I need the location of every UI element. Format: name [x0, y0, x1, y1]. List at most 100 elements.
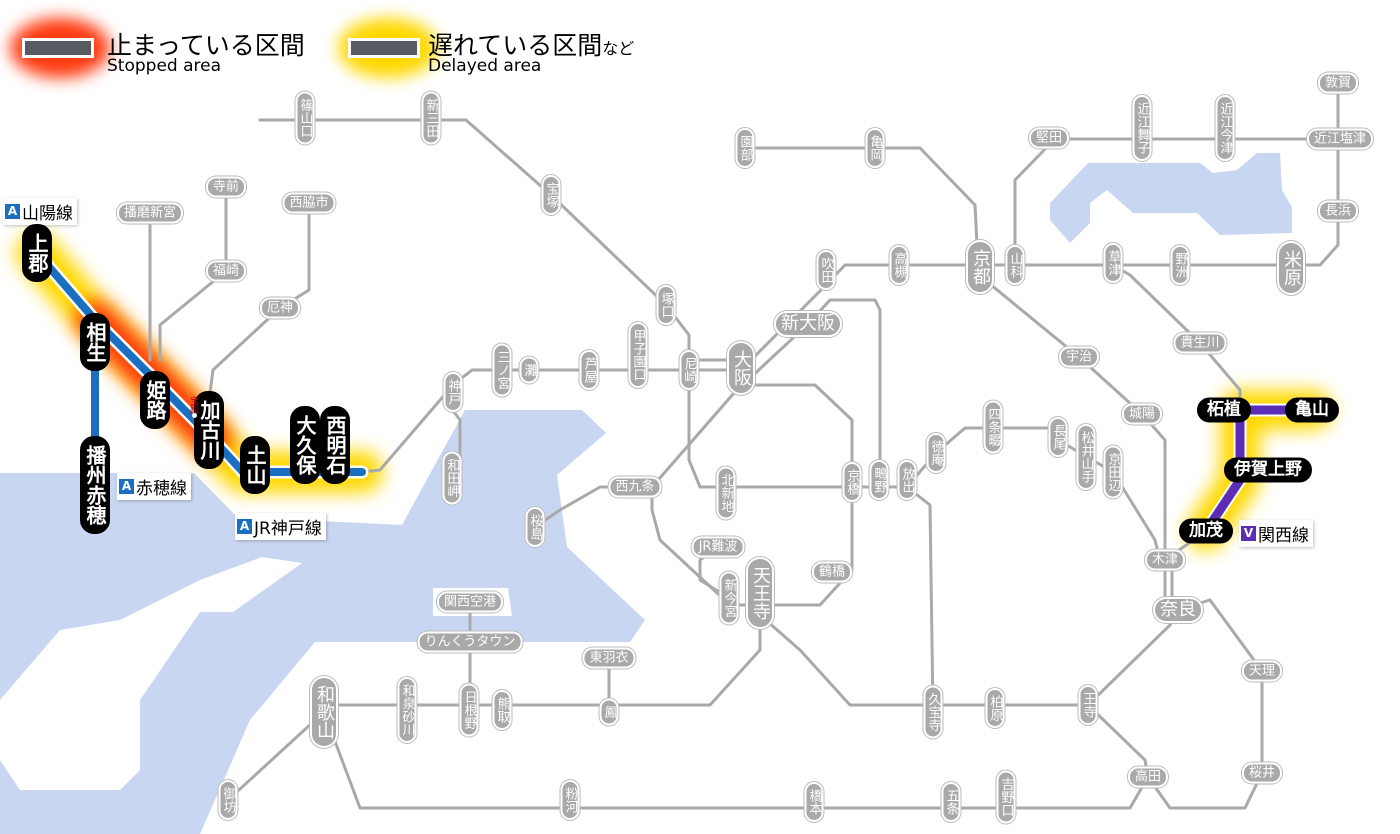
station-label: 灘	[519, 356, 539, 384]
line-label-ako: A 赤穂線	[117, 473, 191, 500]
station-label: 吹田	[816, 250, 836, 290]
station-label: 奈良	[1153, 597, 1203, 623]
station-label: 鶴橋	[811, 561, 853, 583]
line-badge-v: V	[1241, 526, 1256, 541]
station-label: 厄神	[259, 297, 301, 319]
station-label: 北新地	[716, 466, 736, 520]
station-label: 四条畷	[983, 400, 1003, 454]
station-label: 吉野口	[996, 770, 1016, 824]
station-label: 亀岡	[865, 128, 885, 168]
station-label: 園部	[735, 128, 755, 168]
station-label: 宇治	[1058, 346, 1100, 368]
station-label: 西九条	[608, 476, 662, 498]
station-label: 福崎	[205, 260, 247, 282]
line-badge-a: A	[237, 519, 252, 534]
station-label: 天王寺	[746, 557, 774, 629]
station-label: 五条	[941, 782, 961, 822]
station-label: 堅田	[1028, 127, 1070, 149]
station-dot-hoden	[192, 413, 197, 418]
station-label: 天理	[1241, 660, 1283, 682]
gray-rail-line	[226, 710, 326, 802]
gray-rail-line	[905, 485, 935, 714]
station-label: 尼崎	[679, 350, 699, 390]
station-label: 播磨新宮	[116, 202, 184, 224]
station-label: 近江舞子	[1132, 95, 1152, 161]
sea	[0, 410, 645, 834]
kansai-line	[1201, 405, 1317, 536]
station-label: 橋本	[804, 782, 824, 822]
line-label-jr-kobe: A JR神戸線	[235, 513, 326, 540]
station-label: 大阪	[727, 341, 755, 395]
station-label: 甲子園口	[628, 322, 648, 388]
station-label: 和泉砂川	[397, 677, 417, 743]
affected-station-label: 西明石	[320, 406, 350, 484]
station-label: 篠山口	[295, 91, 315, 145]
awaji-island	[0, 557, 302, 790]
legend-delayed-jp-main: 遅れている区間	[428, 31, 603, 60]
station-label: 鴫野	[869, 460, 889, 500]
affected-station-label: 加茂	[1179, 518, 1233, 544]
station-label: 高槻	[889, 245, 909, 285]
station-label: JR難波	[691, 536, 745, 558]
station-label: 神戸	[443, 372, 463, 412]
gray-rail-line	[743, 146, 980, 267]
stopped-line-swatch	[22, 38, 94, 58]
station-label: 敦賀	[1317, 72, 1359, 94]
station-label: 関西空港	[436, 591, 504, 613]
delayed-line-swatch	[348, 38, 420, 58]
station-label: 近江今津	[1215, 95, 1235, 161]
station-label: 御坊	[218, 780, 238, 820]
station-label: 西脇市	[282, 192, 336, 214]
legend-delayed-en: Delayed area	[428, 56, 542, 76]
station-label: 塚口	[656, 285, 676, 325]
affected-station-label: 伊賀上野	[1224, 457, 1312, 483]
line-name: 赤穂線	[136, 479, 187, 499]
gray-rail-line	[258, 118, 909, 489]
station-label: 桜井	[1241, 762, 1283, 784]
station-label: 寺前	[205, 176, 247, 198]
affected-station-label: 姫路	[140, 371, 170, 429]
gray-rail-line	[650, 383, 854, 607]
gray-rail-line	[983, 278, 1167, 612]
station-label: 徳庵	[926, 433, 946, 473]
affected-station-label: 亀山	[1285, 397, 1339, 423]
legend-delayed-jp: 遅れている区間など	[428, 26, 634, 62]
affected-station-label: 柘植	[1197, 397, 1251, 423]
gray-rail-line	[158, 185, 228, 362]
affected-station-label: 播州赤穂	[80, 436, 110, 534]
station-label: 桜島	[525, 507, 545, 547]
station-label: 近江塩津	[1306, 128, 1374, 150]
gray-rail-line	[806, 298, 882, 482]
station-label: 草津	[1103, 243, 1123, 283]
line-name: 山陽線	[22, 204, 73, 224]
station-label: りんくうタウン	[417, 631, 523, 653]
gray-rail-line	[322, 613, 762, 707]
station-label: 鳳	[599, 698, 619, 726]
line-badge-a: A	[5, 204, 20, 219]
station-label: 宝塚	[541, 175, 561, 215]
legend-stopped-en: Stopped area	[107, 56, 222, 76]
station-label: 新今宮	[719, 571, 739, 625]
station-label: 新三田	[421, 91, 441, 145]
station-label: 松井山手	[1076, 424, 1096, 490]
station-label: 放出	[897, 460, 917, 500]
station-label: 和歌山	[310, 676, 338, 748]
station-label: 三ノ宮	[492, 343, 512, 397]
station-label: 粉河	[560, 780, 580, 820]
affected-station-label: 土山	[240, 436, 270, 494]
station-label: 貴生川	[1173, 332, 1227, 354]
gray-rail-line	[322, 710, 1150, 810]
station-label: 和田岬	[442, 451, 462, 505]
station-label: 芦屋	[579, 350, 599, 390]
station-label: 山科	[1005, 245, 1025, 285]
station-label: 東羽衣	[582, 647, 636, 669]
affected-station-label: 大久保	[290, 406, 320, 484]
station-label: 日根野	[459, 683, 479, 737]
station-label: 久宝寺	[923, 685, 943, 739]
station-label: 王寺	[1078, 685, 1098, 725]
station-label: 木津	[1144, 549, 1186, 571]
sea-south	[0, 790, 80, 834]
affected-station-label: 加古川	[194, 391, 224, 469]
